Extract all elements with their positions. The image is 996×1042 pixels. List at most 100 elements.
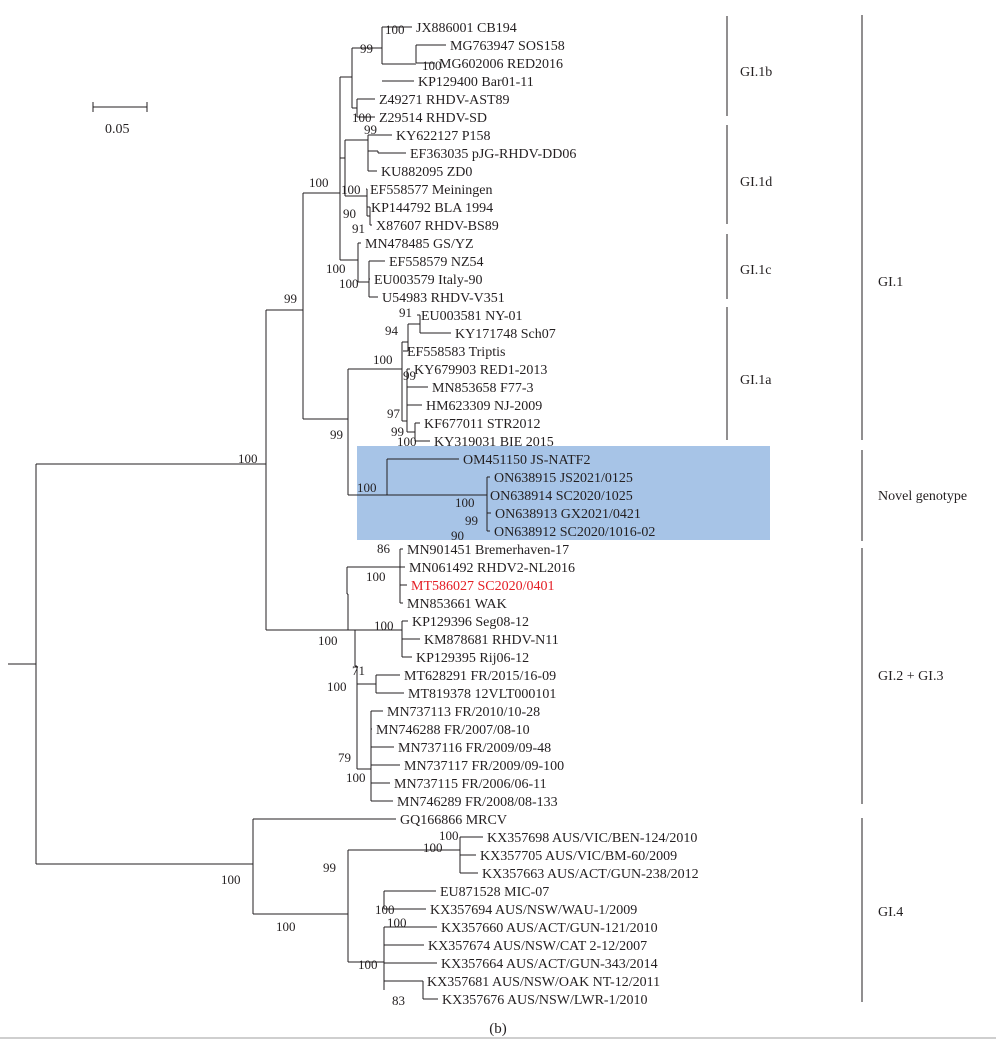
bootstrap-value: 100 (341, 182, 361, 197)
bootstrap-value: 99 (284, 291, 297, 306)
bootstrap-value: 100 (422, 58, 442, 73)
tip-label: EF558579 NZ54 (389, 255, 484, 270)
tip-label: EU003581 NY-01 (421, 309, 523, 324)
tip-label: MN737117 FR/2009/09-100 (404, 759, 564, 774)
bootstrap-value: 100 (357, 480, 377, 495)
tip-label: KF677011 STR2012 (424, 417, 541, 432)
tip-label: HM623309 NJ-2009 (426, 399, 542, 414)
tip-label: KX357663 AUS/ACT/GUN-238/2012 (482, 867, 699, 882)
bootstrap-value: 100 (397, 434, 417, 449)
tip-label: KP129396 Seg08-12 (412, 615, 529, 630)
bootstrap-value: 99 (391, 424, 404, 439)
tip-label: KM878681 RHDV-N11 (424, 633, 559, 648)
tip-label: KX357674 AUS/NSW/CAT 2-12/2007 (428, 939, 647, 954)
bootstrap-value: 100 (238, 451, 258, 466)
bootstrap-value: 100 (221, 872, 241, 887)
tip-label: MG602006 RED2016 (439, 57, 563, 72)
tip-label: KY679903 RED1-2013 (414, 363, 547, 378)
tip-label: Z29514 RHDV-SD (379, 111, 487, 126)
bootstrap-value: 94 (385, 323, 399, 338)
bottom-divider (0, 1037, 996, 1039)
tip-label: KX357681 AUS/NSW/OAK NT-12/2011 (427, 975, 660, 990)
tip-label: KX357676 AUS/NSW/LWR-1/2010 (442, 993, 647, 1008)
bootstrap-value: 99 (330, 427, 343, 442)
tip-label: KY319031 BIE 2015 (434, 435, 554, 450)
tip-label: MN737116 FR/2009/09-48 (398, 741, 551, 756)
tip-label: ON638914 SC2020/1025 (490, 489, 633, 504)
subgroup-label: GI.1b (740, 65, 772, 80)
subgroup-label: GI.1c (740, 263, 772, 278)
tip-label: KX357705 AUS/VIC/BM-60/2009 (480, 849, 677, 864)
tip-label: MT628291 FR/2015/16-09 (404, 669, 556, 684)
tip-label: X87607 RHDV-BS89 (376, 219, 499, 234)
bootstrap-value: 100 (326, 261, 346, 276)
tip-label: KX357664 AUS/ACT/GUN-343/2014 (441, 957, 658, 972)
subgroup-label: GI.1a (740, 373, 772, 388)
tip-label: MT586027 SC2020/0401 (411, 579, 555, 594)
bootstrap-value: 100 (327, 679, 347, 694)
tip-label: U54983 RHDV-V351 (382, 291, 505, 306)
tip-label: EU003579 Italy-90 (374, 273, 482, 288)
bootstrap-value: 99 (360, 41, 373, 56)
genotype-group-label: GI.4 (878, 905, 903, 920)
tip-label: KP144792 BLA 1994 (371, 201, 493, 216)
bootstrap-value: 71 (352, 663, 365, 678)
bootstrap-value: 100 (439, 828, 459, 843)
novel-genotype-highlight-box (357, 446, 770, 540)
bootstrap-value: 99 (323, 860, 336, 875)
tip-label: OM451150 JS-NATF2 (463, 453, 590, 468)
tree-branches (8, 26, 491, 1000)
tip-label: KX357698 AUS/VIC/BEN-124/2010 (487, 831, 697, 846)
genotype-group-label: GI.1 (878, 275, 903, 290)
bootstrap-value: 100 (374, 618, 394, 633)
bootstrap-value: 100 (309, 175, 329, 190)
bootstrap-value: 99 (403, 368, 416, 383)
tip-label: EF558577 Meiningen (370, 183, 493, 198)
tip-label: MG763947 SOS158 (450, 39, 565, 54)
tip-label: ON638913 GX2021/0421 (495, 507, 641, 522)
tip-label: ON638915 JS2021/0125 (494, 471, 633, 486)
bootstrap-value: 100 (366, 569, 386, 584)
genotype-group-label: GI.2 + GI.3 (878, 669, 943, 684)
tip-label: MN737115 FR/2006/06-11 (394, 777, 547, 792)
tip-label: KY171748 Sch07 (455, 327, 556, 342)
tip-label: MN478485 GS/YZ (365, 237, 474, 252)
tip-label: MN853658 F77-3 (432, 381, 534, 396)
bootstrap-value: 99 (465, 513, 478, 528)
bootstrap-value: 100 (375, 902, 395, 917)
tip-label: KP129400 Bar01-11 (418, 75, 534, 90)
bootstrap-value: 99 (364, 122, 377, 137)
tip-label: MN061492 RHDV2-NL2016 (409, 561, 575, 576)
bootstrap-value: 100 (346, 770, 366, 785)
tip-label: KP129395 Rij06-12 (416, 651, 529, 666)
tip-label: MN853661 WAK (407, 597, 507, 612)
bootstrap-value: 100 (387, 915, 407, 930)
bootstrap-value: 100 (276, 919, 296, 934)
tip-label: KU882095 ZD0 (381, 165, 472, 180)
tip-label: EF363035 pJG-RHDV-DD06 (410, 147, 576, 162)
bootstrap-value: 97 (387, 406, 401, 421)
bootstrap-value: 100 (318, 633, 338, 648)
bootstrap-value: 83 (392, 993, 405, 1008)
bootstrap-value: 79 (338, 750, 351, 765)
tip-label: MT819378 12VLT000101 (408, 687, 556, 702)
tip-label: Z49271 RHDV-AST89 (379, 93, 510, 108)
bootstrap-value: 91 (399, 305, 412, 320)
tip-label: MN737113 FR/2010/10-28 (387, 705, 540, 720)
tip-label: EU871528 MIC-07 (440, 885, 549, 900)
figure-label: (b) (489, 1021, 507, 1037)
bootstrap-value: 91 (352, 221, 365, 236)
bootstrap-value: 100 (423, 840, 443, 855)
tip-label: EF558583 Triptis (407, 345, 505, 360)
bootstrap-value: 100 (339, 276, 359, 291)
tip-label: MN746289 FR/2008/08-133 (397, 795, 558, 810)
subgroup-label: GI.1d (740, 175, 772, 190)
tip-label: MN901451 Bremerhaven-17 (407, 543, 569, 558)
bootstrap-value: 86 (377, 541, 391, 556)
bootstrap-value: 100 (352, 110, 372, 125)
bootstrap-value: 90 (451, 528, 464, 543)
tip-label: KX357694 AUS/NSW/WAU-1/2009 (430, 903, 637, 918)
clade-brackets (726, 15, 863, 1002)
